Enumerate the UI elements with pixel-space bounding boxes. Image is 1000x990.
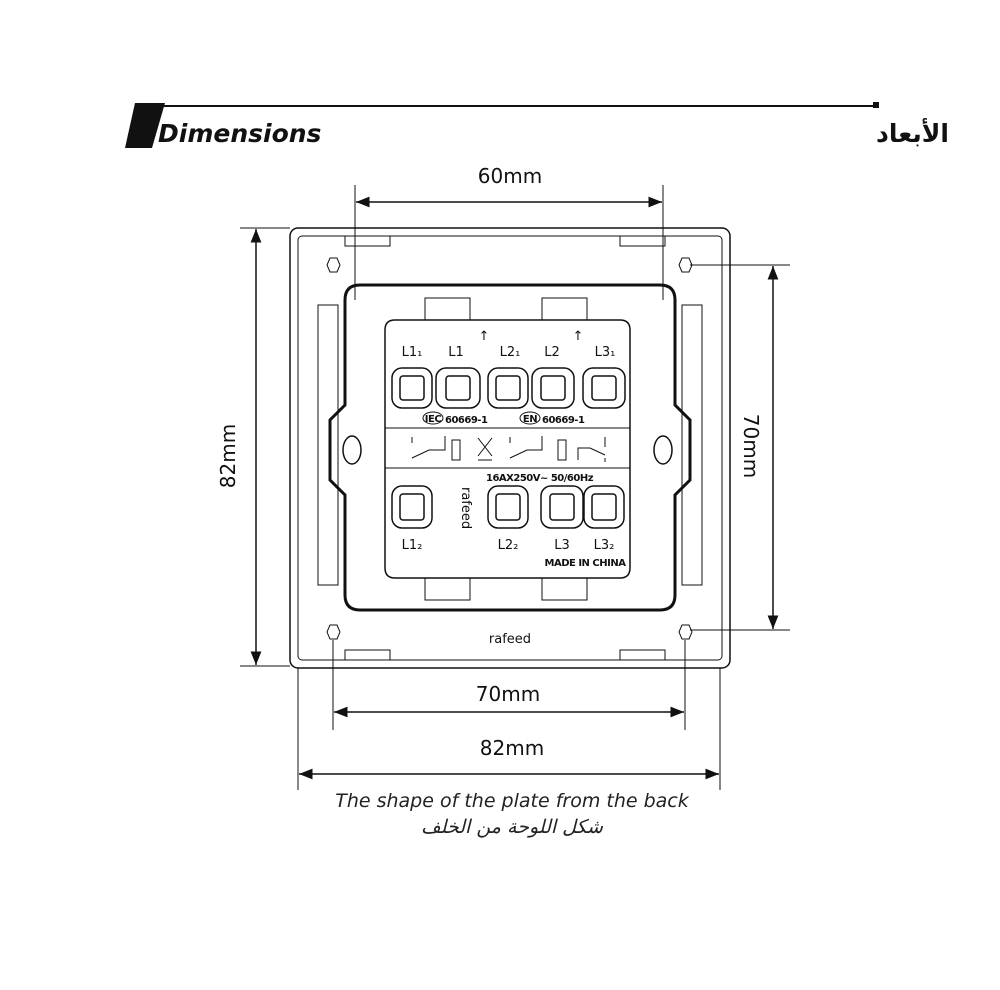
section-header: Dimensions الأبعاد bbox=[125, 102, 949, 148]
hex-mark-bottom-left bbox=[326, 624, 341, 640]
module-bottom-clip bbox=[424, 577, 471, 601]
cert-badge bbox=[422, 411, 444, 425]
header-title-arabic: الأبعاد bbox=[876, 118, 949, 148]
top-terminals bbox=[391, 367, 626, 409]
terminal-label: L2₂ bbox=[498, 538, 519, 553]
cert-badge-iec: IEC bbox=[425, 414, 442, 425]
cert-badge-en: EN bbox=[523, 414, 537, 425]
cert-badge bbox=[519, 411, 541, 425]
terminal-label: L3₁ bbox=[595, 345, 616, 360]
clip bbox=[619, 235, 666, 247]
module-housing bbox=[328, 283, 692, 612]
clip bbox=[344, 649, 391, 661]
rating-text: 16AX250V~ 50/60Hz bbox=[486, 473, 594, 484]
screw-hole-left bbox=[342, 435, 362, 465]
terminal-label: L3₂ bbox=[594, 538, 615, 553]
module-top-clip bbox=[424, 297, 471, 321]
bottom-terminals bbox=[391, 485, 625, 529]
plate-outer bbox=[289, 227, 731, 669]
hex-mark-bottom-right bbox=[678, 624, 693, 640]
plate-side-rib-right bbox=[681, 304, 703, 586]
header-accent-mark bbox=[125, 103, 165, 148]
terminal-label: L1₁ bbox=[402, 345, 423, 360]
arrow-up-icon: ↑ bbox=[479, 329, 490, 344]
plate-back: rafeed bbox=[289, 227, 731, 669]
caption-arabic: شكل اللوحة من الخلف bbox=[421, 816, 604, 838]
cert-standard-2: 60669-1 bbox=[542, 415, 585, 426]
switch-module: ↑ ↑ L1₁ L1 L2₁ L2 L3₁ IEC 60669-1 EN 606… bbox=[328, 283, 692, 612]
dim-label-right-height: 70mm bbox=[739, 414, 763, 478]
plate-inner bbox=[297, 235, 723, 661]
terminal-label: L2₁ bbox=[500, 345, 521, 360]
module-brand-logo: rafeed bbox=[458, 487, 473, 529]
header-rule-end bbox=[873, 102, 879, 108]
dimension-lines: 60mm 82mm 70mm 70mm 82mm bbox=[216, 164, 790, 790]
dim-label-bottom-inner-width: 70mm bbox=[476, 682, 540, 706]
header-title: Dimensions bbox=[158, 119, 321, 148]
module-bottom-clip bbox=[541, 577, 588, 601]
terminal-label: L3 bbox=[554, 538, 570, 553]
origin-text: MADE IN CHINA bbox=[545, 558, 627, 569]
plate-side-rib-left bbox=[317, 304, 339, 586]
terminal-label: L2 bbox=[544, 345, 560, 360]
terminal-label: L1₂ bbox=[402, 538, 423, 553]
weee-icon bbox=[477, 437, 493, 461]
switch-symbols bbox=[411, 436, 606, 462]
clip bbox=[619, 649, 666, 661]
screw-hole-right bbox=[653, 435, 673, 465]
dim-label-bottom-outer-width: 82mm bbox=[480, 736, 544, 760]
arrow-up-icon: ↑ bbox=[573, 329, 584, 344]
caption-english: The shape of the plate from the back bbox=[335, 790, 690, 812]
plate-brand-logo: rafeed bbox=[489, 632, 531, 647]
terminal-label: L1 bbox=[448, 345, 464, 360]
dim-label-left-height: 82mm bbox=[216, 424, 240, 488]
module-top-clip bbox=[541, 297, 588, 321]
hex-mark-top-left bbox=[326, 257, 341, 273]
module-face bbox=[384, 319, 631, 579]
dim-label-top-width: 60mm bbox=[478, 164, 542, 188]
clip bbox=[344, 235, 391, 247]
cert-standard-1: 60669-1 bbox=[445, 415, 488, 426]
